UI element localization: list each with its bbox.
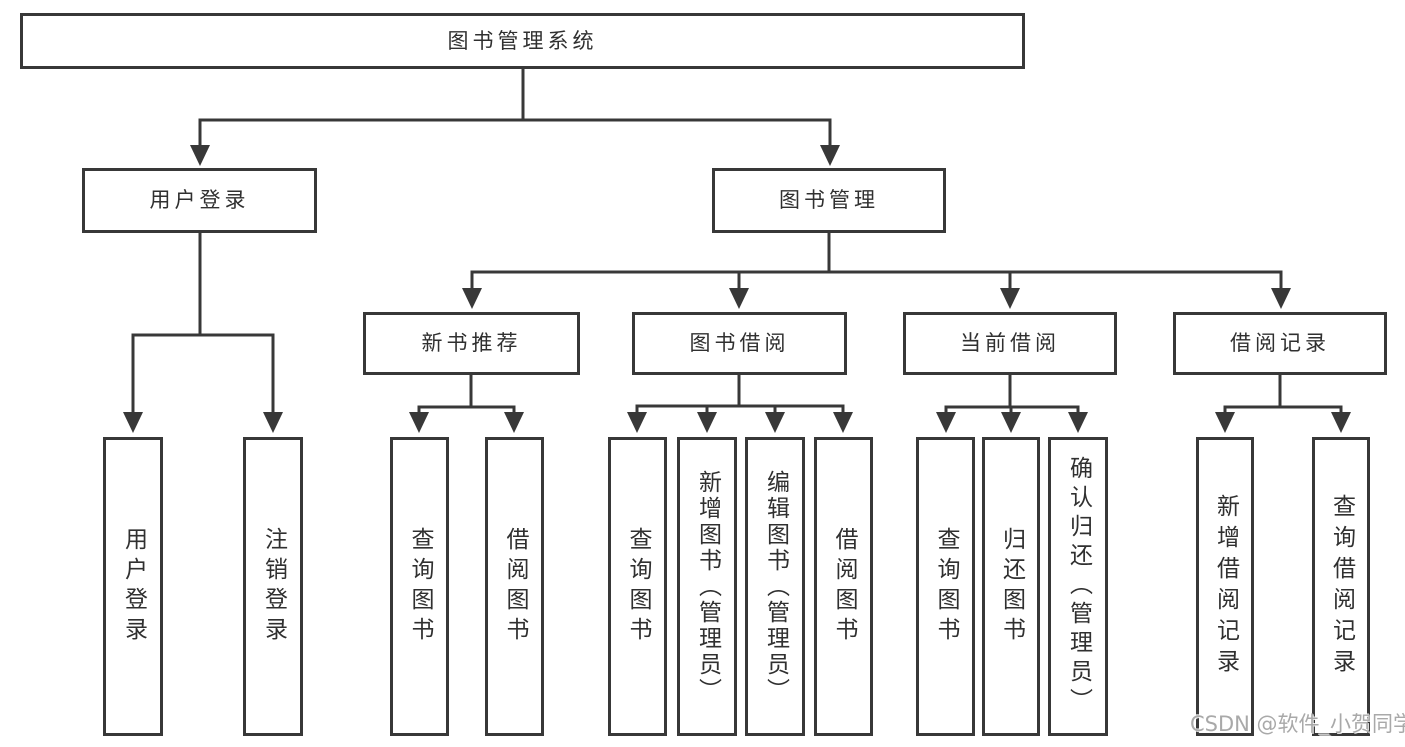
node-label: 用户登录	[120, 526, 147, 647]
leaf-borrowing-edit-books-admin: 编辑图书（管理员）	[745, 437, 805, 736]
leaf-current-return-books: 归还图书	[982, 437, 1040, 736]
node-label: 查询图书	[625, 526, 651, 647]
node-current-borrowing: 当前借阅	[903, 312, 1117, 375]
node-label: 借阅记录	[1230, 331, 1330, 355]
node-label: 用户登录	[149, 188, 250, 212]
node-label: 图书管理	[779, 188, 879, 212]
leaf-records-query-record: 查询借阅记录	[1312, 437, 1370, 736]
node-label: 归还图书	[998, 526, 1025, 647]
node-book-management: 图书管理	[712, 168, 946, 233]
node-label: 查询图书	[933, 526, 959, 647]
node-label: 借阅图书	[831, 526, 857, 647]
node-label: 图书管理系统	[447, 28, 598, 53]
leaf-records-add-record: 新增借阅记录	[1196, 437, 1254, 736]
node-label: 新增图书（管理员）	[694, 469, 721, 704]
node-new-book-recommend: 新书推荐	[363, 312, 580, 375]
watermark: CSDN @软件_小贺同学	[1190, 712, 1405, 736]
leaf-current-confirm-return-admin: 确认归还（管理员）	[1048, 437, 1108, 736]
node-label: 查询图书	[407, 526, 433, 647]
node-borrowing-records: 借阅记录	[1173, 312, 1387, 375]
node-user-login: 用户登录	[82, 168, 317, 233]
leaf-logout: 注销登录	[243, 437, 303, 736]
leaf-borrowing-add-books-admin: 新增图书（管理员）	[677, 437, 737, 736]
node-label: 当前借阅	[960, 331, 1060, 355]
node-label: 新书推荐	[421, 331, 522, 355]
node-book-borrowing: 图书借阅	[632, 312, 847, 375]
node-label: 确认归还（管理员）	[1065, 456, 1092, 717]
leaf-current-query-books: 查询图书	[916, 437, 975, 736]
leaf-borrowing-query-books: 查询图书	[608, 437, 667, 736]
leaf-recommend-borrow-books: 借阅图书	[485, 437, 544, 736]
node-label: 注销登录	[260, 526, 287, 647]
node-label: 编辑图书（管理员）	[762, 469, 789, 704]
leaf-user-login: 用户登录	[103, 437, 163, 736]
node-label: 新增借阅记录	[1212, 493, 1239, 680]
leaf-recommend-query-books: 查询图书	[390, 437, 449, 736]
leaf-borrowing-borrow-books: 借阅图书	[814, 437, 873, 736]
node-root: 图书管理系统	[20, 13, 1025, 69]
node-label: 查询借阅记录	[1328, 493, 1355, 680]
node-label: 借阅图书	[502, 526, 528, 647]
node-label: 图书借阅	[689, 331, 790, 355]
